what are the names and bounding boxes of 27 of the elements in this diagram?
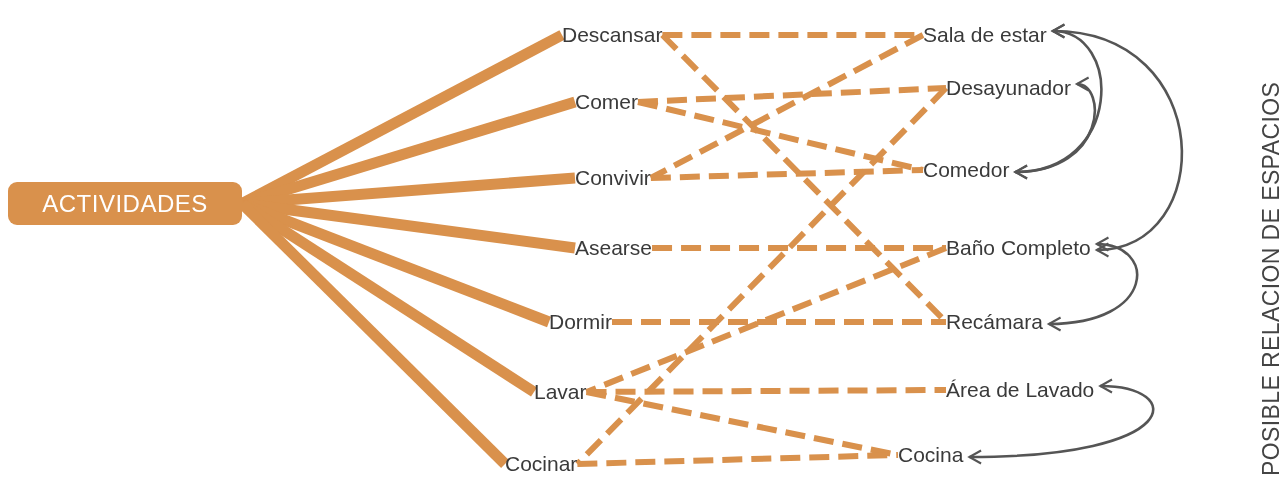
space-label: Cocina <box>898 442 964 468</box>
curved-arrow <box>1047 237 1139 331</box>
curved-arrow <box>1014 79 1096 179</box>
space-label: Sala de estar <box>923 22 1047 48</box>
activity-label: Comer <box>575 89 638 115</box>
space-label: Desayunador <box>946 75 1071 101</box>
space-label: Baño Completo <box>946 235 1091 261</box>
space-label: Recámara <box>946 309 1043 335</box>
category-box: ACTIVIDADES <box>8 182 242 225</box>
dashed-connector <box>652 245 946 251</box>
activity-label: Asearse <box>575 235 653 261</box>
activity-label: Descansar <box>562 22 663 48</box>
dashed-connector <box>586 387 946 395</box>
dashed-connector <box>577 452 899 467</box>
dashed-connector <box>585 245 948 395</box>
curved-arrow <box>968 379 1154 465</box>
activity-label: Convivir <box>575 165 651 191</box>
dashed-connector <box>637 85 947 105</box>
activity-label: Dormir <box>549 309 612 335</box>
dashed-connector <box>637 99 924 173</box>
vertical-title: POSIBLE RELACION DE ESPACIOS <box>1258 81 1284 476</box>
space-label: Comedor <box>923 157 1010 183</box>
dashed-connector <box>650 167 924 181</box>
space-label: Área de Lavado <box>946 377 1095 403</box>
activity-label: Lavar <box>534 379 587 405</box>
activity-label: Cocinar <box>505 451 578 477</box>
dashed-connector <box>612 319 946 325</box>
